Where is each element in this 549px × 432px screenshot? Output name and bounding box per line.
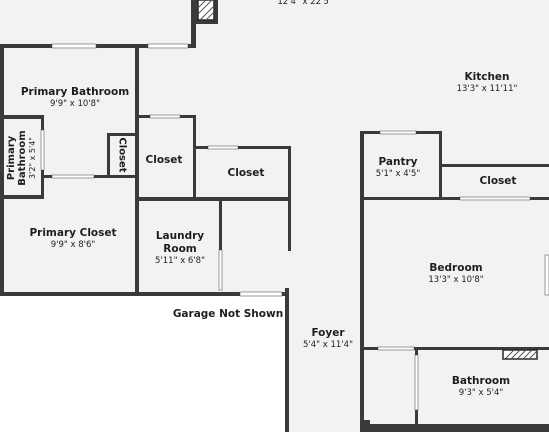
bedroom-dimensions: 13'3" x 10'8" — [428, 275, 484, 285]
kitchen-label: Kitchen 13'3" x 11'11" — [457, 71, 518, 95]
pantry-dimensions: 5'1" x 4'5" — [375, 169, 421, 179]
window — [544, 254, 549, 296]
foyer-name: Foyer — [311, 327, 345, 339]
bedroom-name: Bedroom — [429, 262, 483, 274]
hatching — [197, 0, 538, 360]
primary-bath-small-dimensions: 3'2" x 5'4" — [28, 137, 37, 179]
closet-c-label: Closet — [480, 175, 517, 188]
primary-bathroom-name: Primary Bathroom — [20, 86, 130, 98]
laundry-room-name1: Laundry — [155, 230, 205, 242]
primary-bathroom-dimensions: 9'9" x 10'8" — [50, 99, 100, 109]
door-opening — [218, 249, 223, 291]
closet-vertical-name: Closet — [116, 137, 128, 173]
top-room-label: 12'4" x 22'5" — [277, 0, 332, 8]
bathroom-label: Bathroom 9'3" x 5'4" — [452, 375, 510, 399]
door-opening — [51, 174, 95, 179]
primary-bath-small-name2: Bathroom — [17, 130, 28, 186]
closet-a-label: Closet — [146, 154, 183, 167]
closet-b-name: Closet — [227, 167, 265, 179]
primary-bath-small-name1: Primary — [6, 135, 17, 181]
pantry-label: Pantry 5'1" x 4'5" — [376, 156, 421, 180]
door-opening — [379, 130, 417, 135]
primary-closet-name: Primary Closet — [29, 227, 117, 239]
door-opening — [207, 145, 239, 150]
window — [239, 291, 283, 297]
closet-c-name: Closet — [479, 175, 517, 187]
door-opening — [377, 346, 415, 351]
primary-closet-label: Primary Closet 9'9" x 8'6" — [29, 227, 116, 251]
door-opening — [149, 114, 181, 119]
foyer-label: Foyer 5'4" x 11'4" — [303, 327, 353, 351]
closet-b-label: Closet — [228, 167, 265, 180]
foyer-dimensions: 5'4" x 11'4" — [303, 340, 353, 350]
kitchen-dimensions: 13'3" x 11'11" — [456, 84, 518, 94]
bathroom-dimensions: 9'3" x 5'4" — [458, 388, 504, 398]
primary-closet-dimensions: 9'9" x 8'6" — [50, 240, 96, 250]
door-opening — [414, 354, 419, 411]
garage-note-name: Garage Not Shown — [172, 308, 284, 320]
kitchen-name: Kitchen — [464, 71, 510, 83]
door-opening — [40, 129, 45, 171]
closet-vertical-label: Closet — [116, 137, 129, 172]
laundry-room-dimensions: 5'11" x 6'8" — [155, 256, 205, 266]
bathroom-name: Bathroom — [451, 375, 511, 387]
primary-bath-small-label: Primary Bathroom 3'2" x 5'4" — [6, 130, 38, 185]
laundry-room-name2: Room — [163, 243, 197, 255]
garage-note-label: Garage Not Shown — [173, 308, 283, 321]
closet-a-name: Closet — [145, 154, 183, 166]
primary-bathroom-label: Primary Bathroom 9'9" x 10'8" — [21, 86, 129, 110]
pantry-name: Pantry — [378, 156, 418, 168]
window — [147, 43, 189, 49]
door-opening — [459, 196, 531, 201]
top-room-dimensions: 12'4" x 22'5" — [277, 0, 333, 7]
bedroom-label: Bedroom 13'3" x 10'8" — [428, 262, 483, 286]
laundry-room-label: Laundry Room 5'11" x 6'8" — [155, 230, 205, 267]
window — [51, 43, 97, 49]
